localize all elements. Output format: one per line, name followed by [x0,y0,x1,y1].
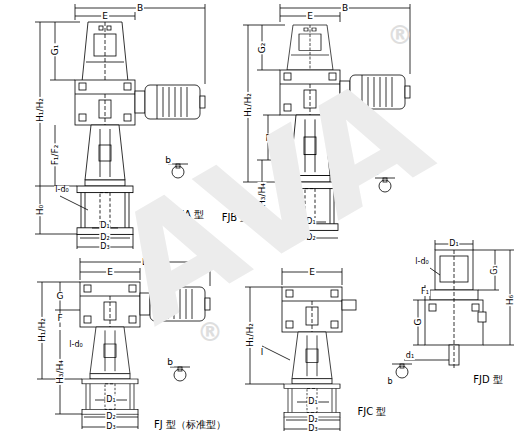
dimension-label: E [308,268,316,277]
dimension-label: D₃ [105,423,116,431]
dimension-label: D₁ [105,396,116,404]
base-frame [82,379,138,414]
dimension-label: E [106,268,114,277]
dimension-label: H₁/H₂ [246,322,255,348]
dimension-label: F [56,314,63,323]
dimension-label: d₁ [405,352,415,360]
dimension-line [245,287,290,384]
dimension-label: D₂ [307,416,318,424]
dimension-line [435,240,473,250]
gearbox [75,80,135,125]
dimension-label: H₁/H₂ [36,97,45,123]
input-shaft [342,300,356,310]
dimension-label: b [386,378,393,386]
dimension-label: B [136,4,144,13]
watermark: ® [386,22,414,48]
dimension-label: H₀ [36,204,45,216]
dimension-label: G [414,318,423,327]
dimension-label: l-d₀ [68,341,83,349]
dimension-label: H₃/H₄ [56,359,65,385]
top-bearing [287,25,333,70]
dimension-label: D₁ [307,398,318,406]
dimension-label: b [164,156,172,165]
dimension-label: H₁/H₂ [38,317,47,343]
dimension-label: B [341,4,349,13]
dimension-label: D₂ [105,413,116,421]
dimension-label: H₆ [506,294,515,306]
dimension-label: G₂ [258,42,267,55]
side-boss [478,312,486,322]
dimension-label: G₁ [51,44,60,57]
motor [135,85,205,119]
dimension-label: l [260,348,265,357]
dimension-label: l-d₀ [54,186,69,194]
key-section [170,367,190,381]
dimension-label: G₁ [491,264,499,275]
dimension-line [413,250,514,345]
top-bearing [82,22,128,82]
base-frame [284,384,340,417]
dimension-label: F₁ [420,288,430,296]
fjc-unit [245,268,356,431]
watermark: ® [196,319,224,345]
bearing-housing [292,332,332,384]
dimension-label: D₃ [307,425,318,433]
fjd-unit [392,240,514,378]
dimension-label: H₁/H₂ [244,92,253,118]
key-section [392,364,412,378]
dimension-label: l-d₀ [414,258,429,266]
leader-line [404,268,449,360]
bearing-housing [90,327,130,379]
dimension-label: G [56,292,65,301]
dimension-label: b [166,358,174,367]
bearing-housing [85,125,125,186]
type-label: FJ 型（标准型） [153,420,227,430]
gearbox [282,287,342,332]
dimension-label: E [101,12,109,21]
dimension-label: D₁ [448,240,459,248]
dimension-label: E [306,12,314,21]
dimension-label: F₁/F₂ [51,144,60,167]
type-label: FJD 型 [472,375,504,385]
dimension-line [75,4,205,84]
type-label: FJC 型 [357,407,388,417]
leader-line [60,196,88,210]
